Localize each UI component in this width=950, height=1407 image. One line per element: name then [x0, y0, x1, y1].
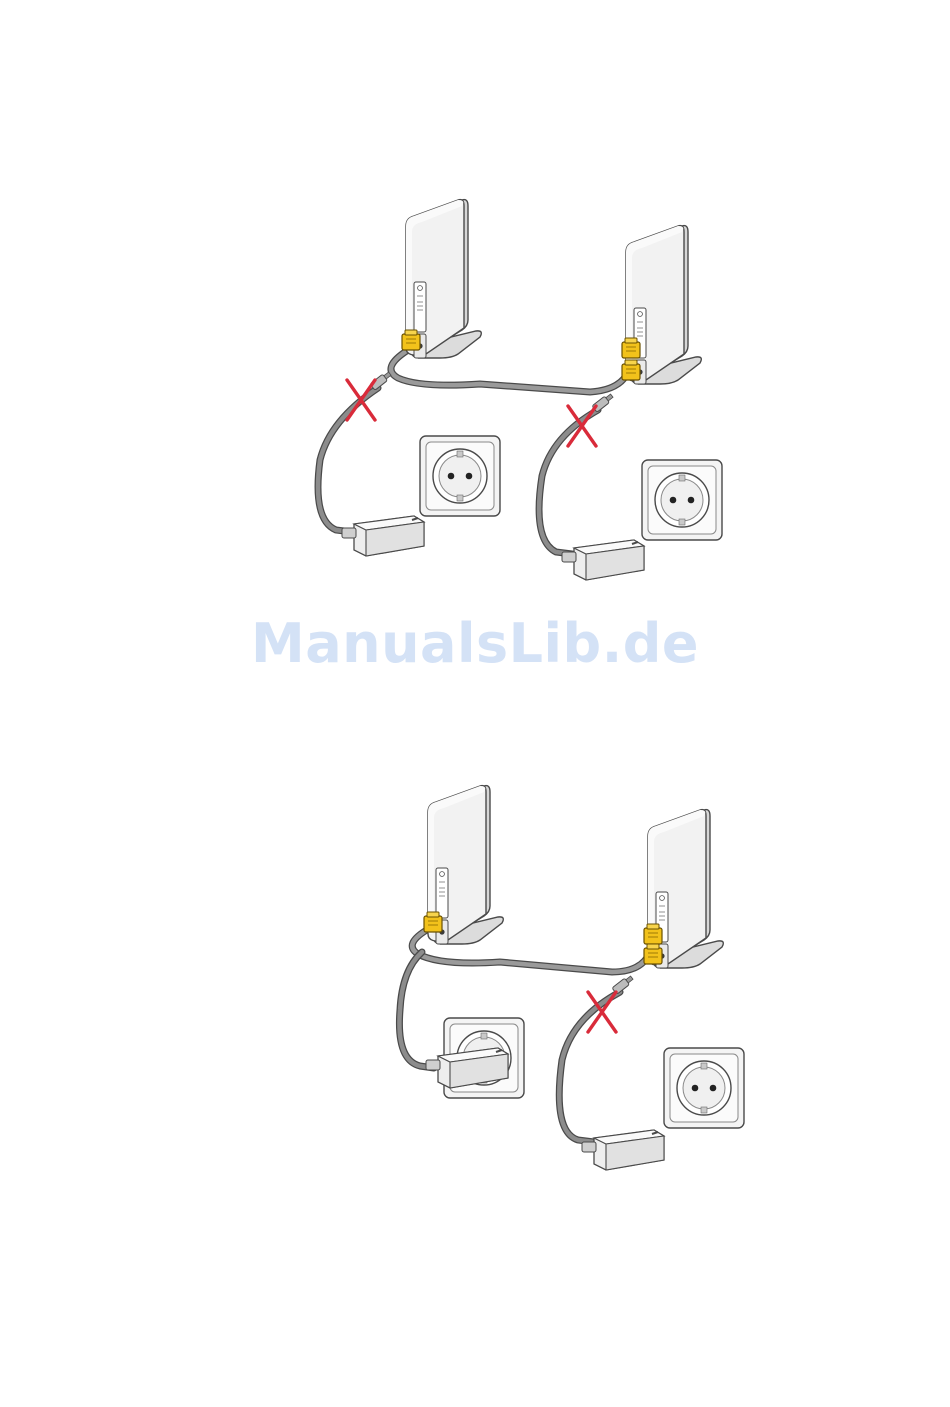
right-network-connector-top-2 — [644, 924, 662, 944]
right-wall-socket — [642, 460, 722, 540]
left-cross-icon — [347, 380, 375, 420]
right-network-connector — [622, 360, 640, 380]
diagram-2-svg — [0, 760, 950, 1402]
right-power-adapter-2 — [582, 1130, 664, 1170]
left-network-connector-2 — [424, 912, 442, 932]
watermark: ManualsLib.de — [0, 612, 950, 675]
left-power-adapter — [342, 516, 424, 556]
right-network-connector-2 — [644, 944, 662, 964]
right-power-adapter — [562, 540, 644, 580]
diagram-left-connected — [0, 760, 950, 1402]
right-power-cable-2 — [559, 992, 620, 1142]
right-wall-socket-2 — [664, 1048, 744, 1128]
left-wall-socket — [420, 436, 500, 516]
diagram-both-disconnected — [0, 0, 950, 620]
left-network-connector — [402, 330, 420, 350]
left-power-cable-2 — [399, 952, 434, 1068]
diagram-1-svg — [0, 0, 950, 620]
right-network-connector-top — [622, 338, 640, 358]
right-power-cable — [539, 410, 598, 554]
